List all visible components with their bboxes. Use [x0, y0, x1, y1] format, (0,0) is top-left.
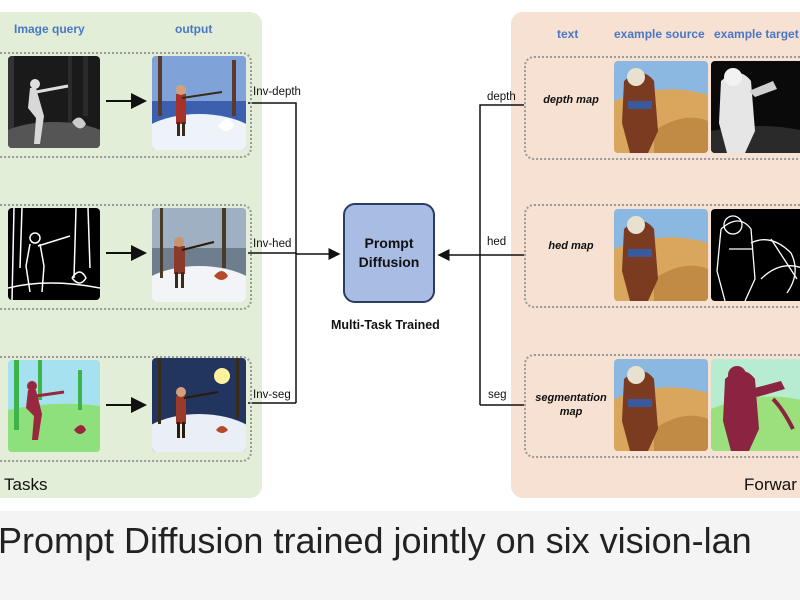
header-output: output	[175, 22, 213, 36]
header-image-query: Image query	[14, 22, 85, 36]
text-depth-map: depth map	[543, 94, 599, 106]
hunter-snow-painting-image	[152, 208, 246, 302]
forward-row-depth	[524, 56, 800, 160]
task-row-hed	[0, 204, 252, 310]
forward-row-hed	[524, 204, 800, 308]
header-example-target: example target	[714, 27, 799, 41]
label-inv-seg: Inv-seg	[253, 389, 291, 401]
label-inv-depth: Inv-depth	[253, 86, 301, 98]
caption-bar	[0, 511, 800, 600]
tasks-footer-label: Tasks	[4, 475, 48, 494]
label-depth: depth	[487, 91, 516, 103]
label-seg: seg	[488, 389, 507, 401]
desert-warrior-image	[614, 61, 708, 153]
header-text: text	[557, 27, 579, 41]
text-segmentation-map: segmentation map	[535, 392, 607, 419]
hunter-depth-map-image	[8, 56, 100, 148]
hunter-edge-map-image	[8, 208, 100, 300]
node-title-line1: Prompt	[364, 235, 414, 252]
hunter-snow-painting-image	[152, 358, 246, 452]
task-row-seg	[0, 356, 252, 462]
hunter-snow-painting-image	[152, 56, 246, 150]
prompt-diffusion-node: Prompt Diffusion	[343, 203, 435, 303]
hunter-segmentation-map-image	[8, 360, 100, 452]
forward-footer-label: Forwar	[744, 475, 797, 494]
warrior-depth-map-image	[711, 61, 800, 153]
header-example-source: example source	[614, 27, 705, 41]
warrior-edge-map-image	[711, 209, 800, 301]
node-title-line2: Diffusion	[358, 254, 420, 270]
multi-task-trained-label: Multi-Task Trained	[331, 318, 440, 332]
desert-warrior-image	[614, 359, 708, 451]
label-hed: hed	[487, 236, 507, 248]
forward-row-seg	[524, 354, 800, 458]
warrior-segmentation-map-image	[711, 359, 800, 451]
task-row-depth	[0, 52, 252, 158]
label-inv-hed: Inv-hed	[253, 238, 292, 250]
figure-caption: Prompt Diffusion trained jointly on six …	[0, 520, 752, 561]
text-hed-map: hed map	[548, 240, 594, 252]
desert-warrior-image	[614, 209, 708, 301]
